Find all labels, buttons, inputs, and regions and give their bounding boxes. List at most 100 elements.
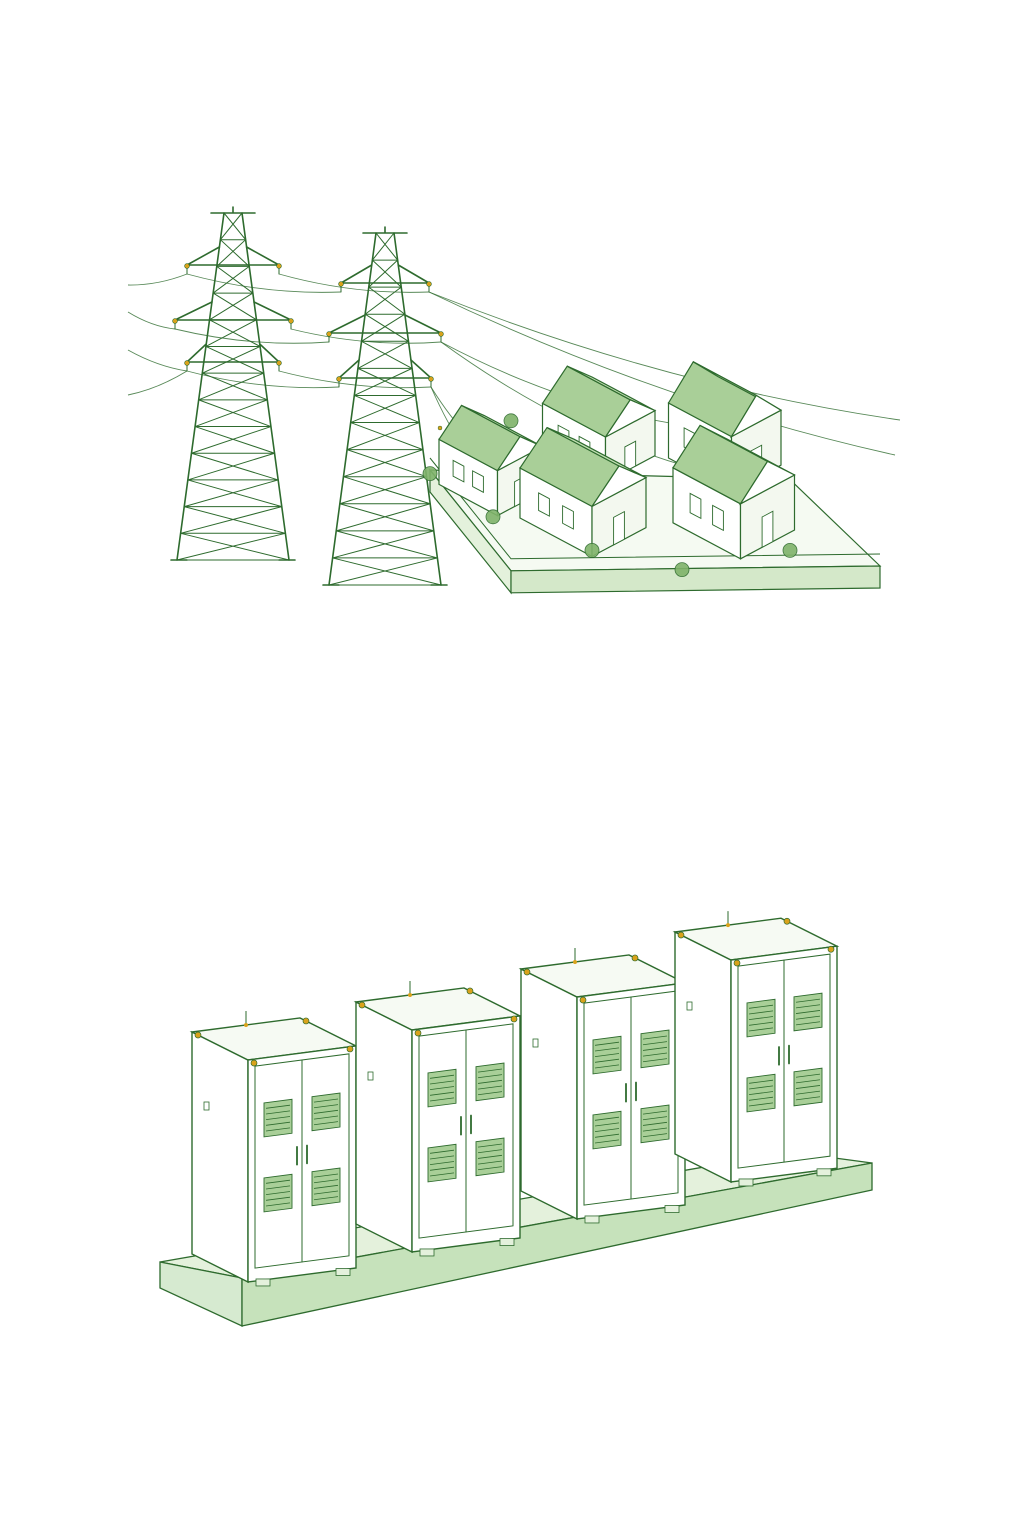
vent-slat — [477, 1143, 503, 1148]
lifting-lug — [783, 917, 791, 925]
vent-slat — [795, 1015, 821, 1020]
tower-brace — [328, 557, 442, 586]
vent-slat — [265, 1191, 291, 1196]
insulator-cap — [184, 360, 190, 366]
house-window — [472, 470, 484, 494]
shrub — [422, 466, 438, 482]
vent-slat — [748, 1096, 774, 1101]
ground-edge — [510, 565, 881, 594]
vent-slat — [748, 1010, 774, 1015]
side-plate — [686, 1001, 693, 1011]
vent-slat — [429, 1086, 455, 1091]
tower-brace — [212, 265, 254, 294]
vent-slat — [429, 1155, 455, 1160]
vent-slat — [795, 1096, 821, 1101]
vent-slat — [477, 1091, 503, 1096]
vent-slat — [642, 1046, 668, 1051]
vent-slat — [265, 1116, 291, 1121]
vent-slat — [594, 1041, 620, 1046]
vent-slat — [313, 1115, 339, 1120]
vent-slat — [313, 1184, 339, 1189]
vent-slat — [594, 1122, 620, 1127]
lifting-lug — [194, 1031, 202, 1039]
vent-slat — [642, 1041, 668, 1046]
vent-slat — [429, 1161, 455, 1166]
insulator-cap — [172, 318, 178, 324]
lifting-lug — [827, 945, 835, 953]
lifting-lug — [579, 996, 587, 1004]
vent-slat — [642, 1052, 668, 1057]
vent-slat — [795, 1073, 821, 1078]
tower-cross-arm — [186, 246, 280, 266]
cabinet-foot — [419, 1248, 435, 1257]
vent-slat — [748, 1004, 774, 1009]
lifting-lug — [250, 1059, 258, 1067]
tower-brace — [190, 426, 276, 454]
lifting-lug — [414, 1029, 422, 1037]
power-line — [186, 370, 340, 389]
lifting-lug — [523, 968, 531, 976]
tower-peak — [362, 226, 408, 234]
tower-leg — [176, 212, 290, 561]
lifting-lug — [302, 1017, 310, 1025]
power-line — [127, 370, 188, 396]
house — [519, 426, 648, 558]
vent-slat — [642, 1035, 668, 1040]
vent-slat — [795, 1004, 821, 1009]
cabinet-door-frame — [737, 953, 831, 1169]
vent-slat — [795, 1021, 821, 1026]
cabinet-door-frame — [254, 1053, 350, 1269]
vent-slat — [748, 1079, 774, 1084]
tower-brace — [216, 239, 250, 267]
tower-brace — [201, 345, 265, 374]
lifting-lug — [466, 987, 474, 995]
vent-slat — [429, 1074, 455, 1079]
cabinet-foot — [499, 1238, 515, 1246]
lifting-lug — [358, 1001, 366, 1009]
tower-brace — [187, 452, 279, 481]
house-window — [712, 504, 724, 532]
house-gable — [605, 399, 657, 438]
cabinet-side — [191, 1030, 249, 1284]
transmission-towers — [170, 206, 448, 586]
vent-slat — [313, 1121, 339, 1126]
vent-slat — [313, 1098, 339, 1103]
side-plate — [532, 1038, 539, 1048]
vent-slat — [265, 1196, 291, 1201]
cabinet-side — [355, 1000, 413, 1254]
insulator-cap — [184, 263, 190, 269]
vent-slat — [265, 1127, 291, 1132]
battery-cabinet — [353, 980, 523, 1257]
shrub — [485, 509, 501, 525]
insulator-cap — [426, 281, 432, 287]
tower-cross-arm — [186, 343, 280, 363]
house-window — [689, 492, 702, 520]
insulator-cap — [336, 376, 342, 382]
house-door — [761, 510, 774, 549]
vent-slat — [594, 1053, 620, 1058]
tower-brace — [205, 319, 261, 347]
tower-cross-arm — [340, 264, 430, 284]
vent-slat — [477, 1085, 503, 1090]
line-insulator — [437, 425, 443, 431]
vent-slat — [748, 1102, 774, 1107]
cabinet-foot — [664, 1205, 680, 1213]
vent-slat — [429, 1172, 455, 1177]
tower-cross-arm — [328, 314, 442, 334]
power-line — [127, 311, 176, 330]
shrub — [674, 562, 690, 577]
transmission-tower — [322, 226, 448, 586]
vent-slat — [594, 1047, 620, 1052]
antenna-base — [408, 992, 412, 997]
insulator-cap — [326, 331, 332, 337]
vent-slat — [429, 1091, 455, 1096]
house-gable — [729, 394, 783, 439]
vent-slat — [594, 1116, 620, 1121]
vent-slat — [795, 1010, 821, 1014]
vent-slat — [477, 1074, 503, 1079]
tower-brace — [339, 476, 431, 505]
tower-brace — [350, 394, 420, 424]
tower-brace — [353, 367, 417, 396]
vent-slat — [748, 1027, 774, 1032]
